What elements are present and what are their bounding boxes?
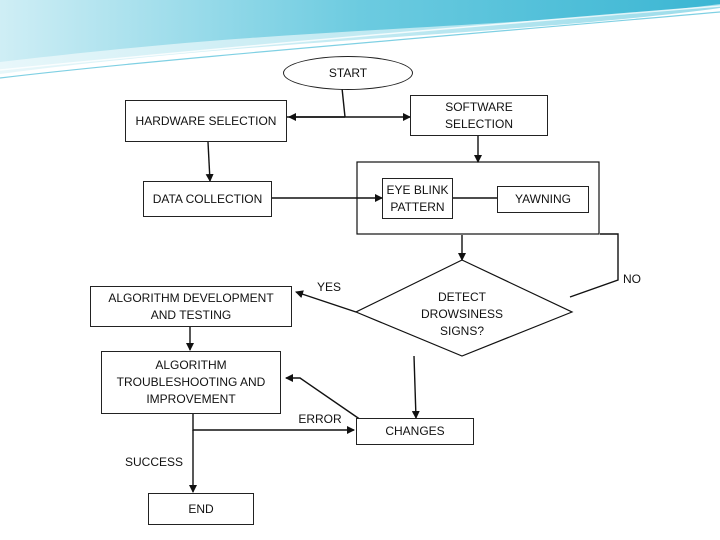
- yawning-box: YAWNING: [497, 186, 589, 213]
- algorithm-troubleshooting-box: ALGORITHM TROUBLESHOOTING AND IMPROVEMEN…: [101, 351, 281, 414]
- software-selection-box: SOFTWARE SELECTION: [410, 95, 548, 136]
- end-box: END: [148, 493, 254, 525]
- connector-yes: [295, 290, 357, 313]
- header-wave-banner: [0, 0, 720, 79]
- error-label: ERROR: [298, 412, 342, 426]
- eye-blink-pattern-box: EYE BLINK PATTERN: [382, 178, 453, 219]
- data-collection-box: DATA COLLECTION: [143, 181, 272, 217]
- success-label: SUCCESS: [124, 454, 184, 471]
- detect-drowsiness-decision: DETECT DROWSINESS SIGNS?: [420, 289, 503, 338]
- yes-label: YES: [316, 280, 341, 294]
- detect-diamond-shape: [354, 259, 574, 357]
- hardware-selection-box: HARDWARE SELECTION: [125, 100, 287, 142]
- start-node: START: [283, 56, 413, 90]
- changes-box: CHANGES: [356, 418, 474, 445]
- no-label: NO: [623, 272, 641, 286]
- feature-group-frame: [356, 161, 600, 235]
- connector-start: [341, 87, 346, 118]
- algorithm-development-box: ALGORITHM DEVELOPMENT AND TESTING: [90, 286, 292, 327]
- connector-hardware-down: [205, 141, 214, 182]
- connector-detect-changes: [411, 355, 420, 419]
- connector-no-loop: [569, 233, 619, 298]
- connector-changes-trouble: [285, 374, 362, 421]
